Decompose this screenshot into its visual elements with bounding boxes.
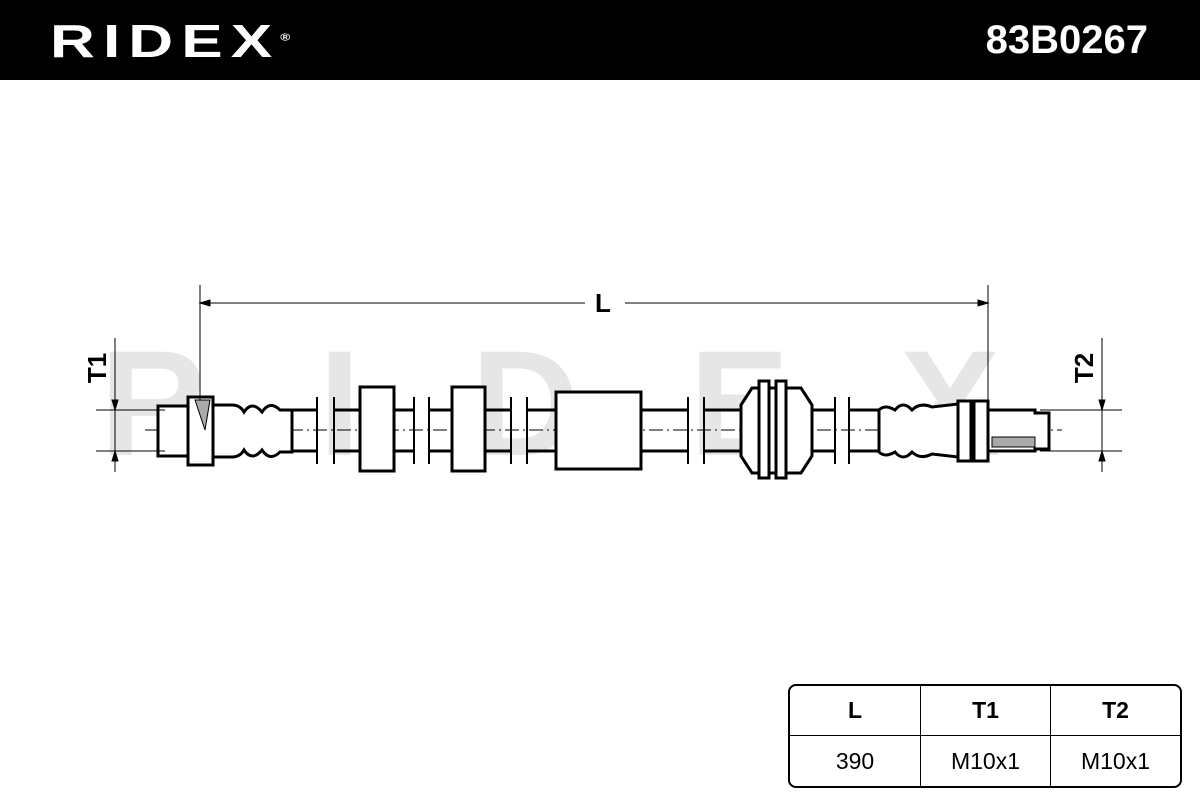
header-l: L — [790, 686, 920, 736]
header-bar: RIDEX® 83B0267 — [0, 0, 1200, 80]
clip-1 — [358, 385, 396, 473]
length-label: L — [595, 288, 611, 318]
sleeve — [554, 390, 643, 471]
clip-2 — [450, 385, 487, 473]
right-nut — [956, 399, 973, 463]
header-t1: T1 — [920, 686, 1050, 736]
t1-label: T1 — [82, 353, 112, 383]
t2-label: T2 — [1069, 353, 1099, 383]
left-crimp — [211, 403, 294, 459]
value-t1: M10x1 — [920, 736, 1050, 786]
spec-table: L T1 T2 390 M10x1 M10x1 — [788, 684, 1182, 788]
part-number: 83B0267 — [985, 18, 1148, 62]
brake-hose-drawing: RIDEX — [82, 285, 1122, 487]
t2-dimension — [1040, 338, 1122, 472]
left-nut — [156, 404, 190, 458]
t1-dimension — [96, 338, 165, 472]
registered-mark: ® — [280, 32, 291, 44]
value-l: 390 — [835, 747, 875, 774]
header-t2: T2 — [1050, 686, 1180, 736]
hose-outline — [145, 379, 1062, 480]
length-dimension — [198, 285, 990, 400]
right-crimp — [877, 402, 960, 459]
value-t2: M10x1 — [1050, 736, 1180, 786]
brand-name: RIDEX — [50, 15, 281, 67]
brand-logo: RIDEX® — [50, 14, 290, 68]
